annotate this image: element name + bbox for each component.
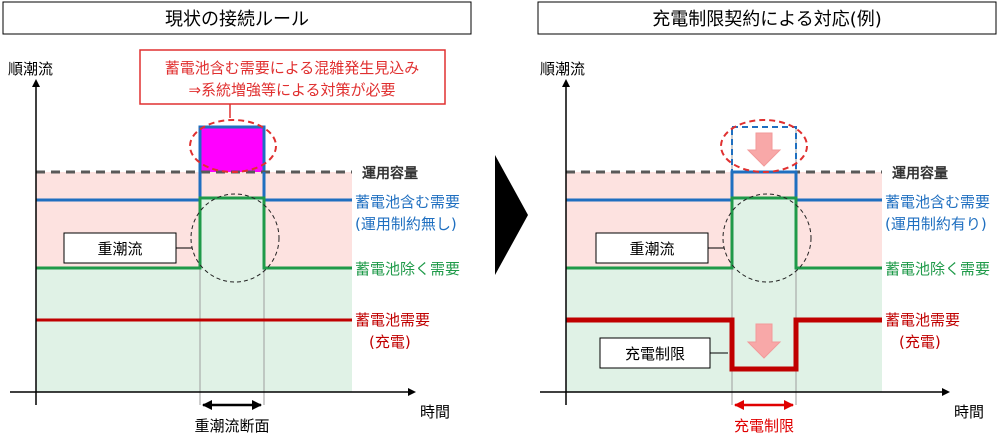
left-callout-ellipse (189, 119, 277, 173)
down-arrow-icon (746, 132, 782, 167)
left-callout-box (139, 49, 446, 105)
right-battery-demand-label-2: (充電) (899, 333, 941, 351)
right-heavy-flow-box (595, 232, 709, 264)
right-demand-without-battery-label: 蓄電池除く需要 (885, 260, 990, 278)
left-panel: 現状の接続ルール 蓄電池含む需要による混雑発生見込み ⇒系統増強等による対策が必… (2, 1, 472, 435)
left-demand-with-battery-label-2: (運用制約無し) (355, 215, 457, 233)
left-bottom-label: 重潮流断面 (194, 417, 269, 435)
right-title-box (537, 1, 997, 35)
left-demand-without-battery-label: 蓄電池除く需要 (355, 260, 460, 278)
left-callout-line2: ⇒系統増強等による対策が必要 (188, 81, 395, 99)
chevron-right-icon (495, 155, 528, 275)
left-heavy-flow-box (63, 232, 177, 264)
left-overload-outline (198, 125, 266, 172)
left-callout-line1: 蓄電池含む需要による混雑発生見込み (165, 59, 420, 77)
right-y-axis-label: 順潮流 (540, 60, 585, 78)
left-capacity-label: 運用容量 (362, 165, 418, 182)
right-title: 充電制限契約による対応(例) (652, 9, 882, 30)
right-panel: 充電制限契約による対応(例) 順潮流 時間 重潮流 (537, 1, 997, 435)
right-charge-down-arrow-icon (746, 323, 782, 359)
left-x-axis-label: 時間 (420, 403, 450, 421)
right-green-zone (566, 268, 882, 392)
right-dashed-circle (722, 193, 812, 283)
right-charge-limit-box (599, 337, 711, 369)
right-demand-without-battery-line (566, 196, 882, 270)
right-battery-demand-line (566, 317, 882, 372)
right-bottom-label: 充電制限 (734, 417, 794, 435)
left-green-zone (36, 268, 352, 392)
left-demand-without-battery-line (36, 196, 352, 270)
right-battery-demand-label-1: 蓄電池需要 (885, 311, 960, 329)
left-title: 現状の接続ルール (165, 9, 309, 30)
left-demand-with-battery-label-1: 蓄電池含む需要 (355, 193, 460, 211)
left-green-zone-peak (200, 198, 264, 268)
right-charge-limit-box-label: 充電制限 (625, 345, 685, 363)
left-heavy-flow-label: 重潮流 (97, 240, 142, 258)
right-heavy-flow-label: 重潮流 (629, 240, 674, 258)
left-overload-fill (200, 127, 264, 172)
right-capacity-label: 運用容量 (892, 165, 948, 182)
left-battery-demand-label-2: (充電) (369, 333, 411, 351)
right-callout-ellipse (720, 119, 808, 173)
left-y-axis-label: 順潮流 (8, 60, 53, 78)
left-dashed-circle (190, 193, 280, 283)
left-title-box (2, 1, 472, 35)
right-demand-with-battery-label-2: (運用制約有り) (885, 215, 987, 233)
left-battery-demand-label-1: 蓄電池需要 (355, 311, 430, 329)
right-x-axis-label: 時間 (954, 403, 984, 421)
right-green-zone-peak (732, 198, 796, 268)
right-demand-with-battery-label-1: 蓄電池含む需要 (885, 193, 990, 211)
